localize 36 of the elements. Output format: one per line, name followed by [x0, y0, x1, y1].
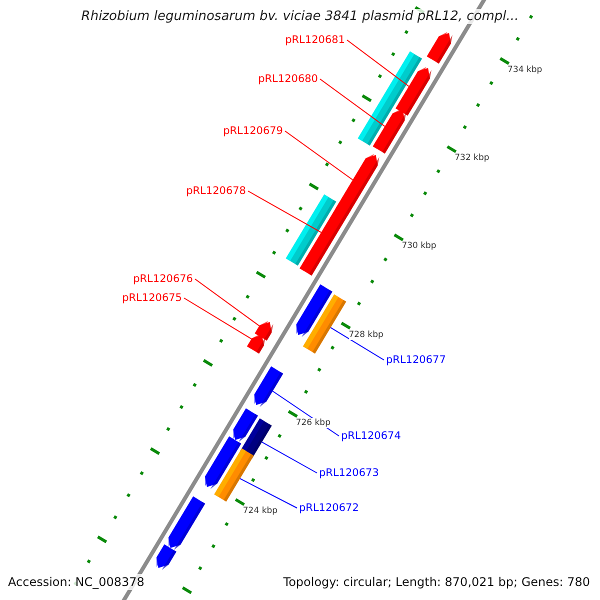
- accession-text: Accession: NC_008378: [6, 574, 146, 590]
- gene-label: pRL120674: [341, 430, 401, 442]
- gene-label: pRL120675: [122, 292, 182, 304]
- leader-line: [284, 130, 354, 180]
- gene-feature: [254, 366, 284, 408]
- genome-info-text: Topology: circular; Length: 870,021 bp; Genes: 780: [281, 574, 592, 590]
- leader-line: [240, 478, 298, 508]
- gene-label: pRL120676: [133, 273, 193, 285]
- gene-feature: [168, 496, 206, 550]
- gene-feature: [372, 108, 406, 154]
- gene-feature: [214, 448, 254, 502]
- leader-line: [184, 298, 252, 340]
- gene-feature: [396, 66, 432, 116]
- scale-label: 730 kbp: [402, 241, 436, 252]
- gene-feature: [156, 544, 176, 570]
- leader-line: [248, 190, 322, 233]
- scale-label: 734 kbp: [508, 64, 542, 75]
- scale-label: 724 kbp: [242, 506, 278, 516]
- gene-label: pRL120678: [186, 185, 246, 197]
- scale-label: 726 kbp: [296, 418, 330, 428]
- gene-label: pRL120681: [285, 34, 345, 46]
- gene-label: pRL120677: [386, 354, 446, 366]
- gene-feature: [302, 294, 346, 354]
- leader-line: [261, 442, 318, 474]
- scale-label: 732 kbp: [454, 153, 490, 164]
- gene-label: pRL120679: [223, 125, 283, 137]
- gene-label: pRL120672: [299, 502, 359, 514]
- gene-feature: [247, 334, 266, 354]
- gene-feature: [426, 32, 452, 64]
- leader-line: [330, 327, 384, 360]
- leader-line: [320, 78, 386, 127]
- leader-line: [194, 278, 260, 326]
- leader-line: [346, 40, 410, 87]
- scale-label: 728 kbp: [348, 330, 384, 340]
- gene-label: pRL120673: [319, 467, 379, 479]
- gene-label: pRL120680: [258, 73, 318, 85]
